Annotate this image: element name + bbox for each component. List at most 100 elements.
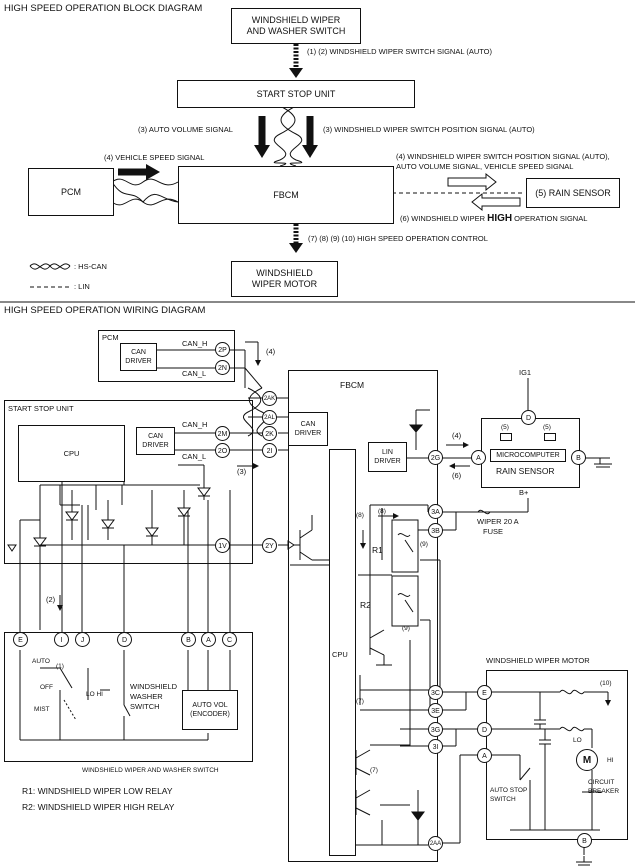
wiring-diagram-title: HIGH SPEED OPERATION WIRING DIAGRAM: [4, 305, 206, 316]
auto-stop-line2: SWITCH: [490, 796, 516, 803]
start-stop-unit-block: START STOP UNIT: [177, 80, 415, 108]
wiring-label-8b: (8): [378, 508, 386, 515]
vehicle-speed-signal-label: (4) VEHICLE SPEED SIGNAL: [104, 153, 205, 162]
pcm-block: PCM: [28, 168, 114, 216]
motor-line1: WINDSHIELD: [256, 268, 313, 278]
rain-label-5b: (5): [543, 424, 551, 431]
motor-pin-b: B: [577, 833, 592, 848]
auto-stop-line1: AUTO STOP: [490, 787, 528, 794]
circuit-breaker-line1: CIRCUIT: [588, 779, 615, 786]
can-driver-l2: DRIVER: [125, 358, 152, 365]
pin-2n: 2N: [215, 360, 230, 375]
wiring-label-6: (6): [452, 471, 462, 480]
pin-2ak: 2AK: [262, 391, 277, 406]
motor-lo-label: LO: [573, 737, 582, 744]
lin-driver-l1: LIN: [382, 449, 393, 456]
legend-hscan-label: : HS-CAN: [74, 262, 107, 271]
fuse-label-1: WIPER 20 A: [477, 517, 519, 526]
hs-can-twist-2: [111, 178, 179, 186]
motor-label-10: (10): [600, 680, 612, 687]
legend-lin-label: : LIN: [74, 282, 90, 291]
wiper-motor-block: WINDSHIELD WIPER MOTOR: [231, 261, 338, 297]
motor-line2: WIPER MOTOR: [251, 279, 318, 289]
high-signal-word: HIGH: [487, 213, 513, 224]
switch-lo-hi-label: LO HI: [86, 691, 103, 698]
wiring-label-4: (4): [266, 347, 276, 356]
pin-3g: 3G: [428, 722, 443, 737]
wiper-washer-switch-block: WINDSHIELD WIPER AND WASHER SWITCH: [231, 8, 361, 44]
r1-legend: R1: WINDSHIELD WIPER LOW RELAY: [22, 786, 173, 796]
ss-can-l: CAN_L: [182, 452, 207, 461]
lin-driver-l2: DRIVER: [374, 458, 401, 465]
bplus-label: B+: [519, 488, 529, 497]
pin-2aa: 2AA: [428, 836, 443, 851]
ss-can-driver-l2: DRIVER: [142, 442, 169, 449]
pin-2k: 2K: [262, 426, 277, 441]
pin-2al: 2AL: [262, 410, 277, 425]
fbcm-block: FBCM: [178, 166, 394, 224]
switch-pin-a: A: [201, 632, 216, 647]
motor-pin-d: D: [477, 722, 492, 737]
pin-3e: 3E: [428, 703, 443, 718]
pcm-can-h: CAN_H: [182, 339, 208, 348]
rain-sensor-element-1: [500, 433, 512, 441]
pin-2m: 2M: [215, 426, 230, 441]
switch-position-signal-label: (3) WINDSHIELD WIPER SWITCH POSITION SIG…: [323, 125, 535, 134]
autovol-l2: (ENCODER): [190, 711, 230, 718]
pin-1v: 1V: [215, 538, 230, 553]
circuit-breaker-line2: BREAKER: [588, 788, 620, 795]
wiper-switch-line1: WINDSHIELD WIPER: [251, 15, 341, 25]
fbcm-can-driver: CAN DRIVER: [288, 412, 328, 446]
rain-label-5a: (5): [501, 424, 509, 431]
high-signal-prefix: (6) WINDSHIELD WIPER: [400, 214, 488, 223]
fbcm-can-driver-l2: DRIVER: [294, 430, 322, 437]
switch-pin-d: D: [117, 632, 132, 647]
high-signal-suffix: OPERATION SIGNAL: [512, 214, 588, 223]
wiring-label-3: (3): [237, 467, 247, 476]
switch-pin-e: E: [13, 632, 28, 647]
fbcm-can-driver-l1: CAN: [300, 421, 316, 428]
high-speed-control-label: (7) (8) (9) (10) HIGH SPEED OPERATION CO…: [308, 234, 488, 243]
wiring-motor-box: [486, 670, 628, 840]
wiper-switch-line2: AND WASHER SWITCH: [246, 26, 346, 36]
wiring-label-7b: (7): [370, 767, 378, 774]
high-operation-signal-label: (6) WINDSHIELD WIPER HIGH OPERATION SIGN…: [400, 214, 587, 224]
hollow-arrow-left: [471, 192, 521, 212]
rain-pin-d: D: [521, 410, 536, 425]
hollow-arrow-right: [447, 172, 497, 192]
pin-3a: 3A: [428, 504, 443, 519]
rain-signal-line1: (4) WINDSHIELD WIPER SWITCH POSITION SIG…: [396, 152, 610, 161]
wiring-label-9b: (9): [402, 625, 410, 632]
washer-line3: SWITCH: [130, 702, 160, 711]
block-diagram-title: HIGH SPEED OPERATION BLOCK DIAGRAM: [4, 3, 203, 14]
auto-vol-encoder: AUTO VOL (ENCODER): [182, 690, 238, 730]
wiring-motor-title: WINDSHIELD WIPER MOTOR: [486, 656, 590, 665]
arrow-head: [289, 68, 303, 78]
motor-hi-label: HI: [607, 757, 614, 764]
pin-2g: 2G: [428, 450, 443, 465]
start-stop-cpu-box: CPU: [18, 425, 125, 482]
rain-pin-a: A: [471, 450, 486, 465]
wiring-label-8a: (8): [356, 512, 364, 519]
rain-sensor-element-2: [544, 433, 556, 441]
wiring-start-stop-label: START STOP UNIT: [8, 404, 74, 413]
switch-caption: WINDSHIELD WIPER AND WASHER SWITCH: [82, 767, 219, 774]
switch-pin-j: J: [75, 632, 90, 647]
wiring-pcm-label: PCM: [102, 333, 119, 342]
pin-2i: 2I: [262, 443, 277, 458]
wiring-label-9a: (9): [420, 541, 428, 548]
autovol-l1: AUTO VOL: [192, 702, 228, 709]
switch-signal-label: (1) (2) WINDSHIELD WIPER SWITCH SIGNAL (…: [307, 47, 493, 56]
washer-line1: WINDSHIELD: [130, 682, 178, 691]
wiring-label-2: (2): [46, 595, 56, 604]
pin-2p: 2P: [215, 342, 230, 357]
relay-r1-label: R1: [372, 545, 383, 555]
pcm-can-l: CAN_L: [182, 369, 207, 378]
wiring-label-7a: (7): [356, 698, 364, 705]
switch-pin-c: C: [222, 632, 237, 647]
relay-r2-label: R2: [360, 600, 371, 610]
pin-2o: 2O: [215, 443, 230, 458]
